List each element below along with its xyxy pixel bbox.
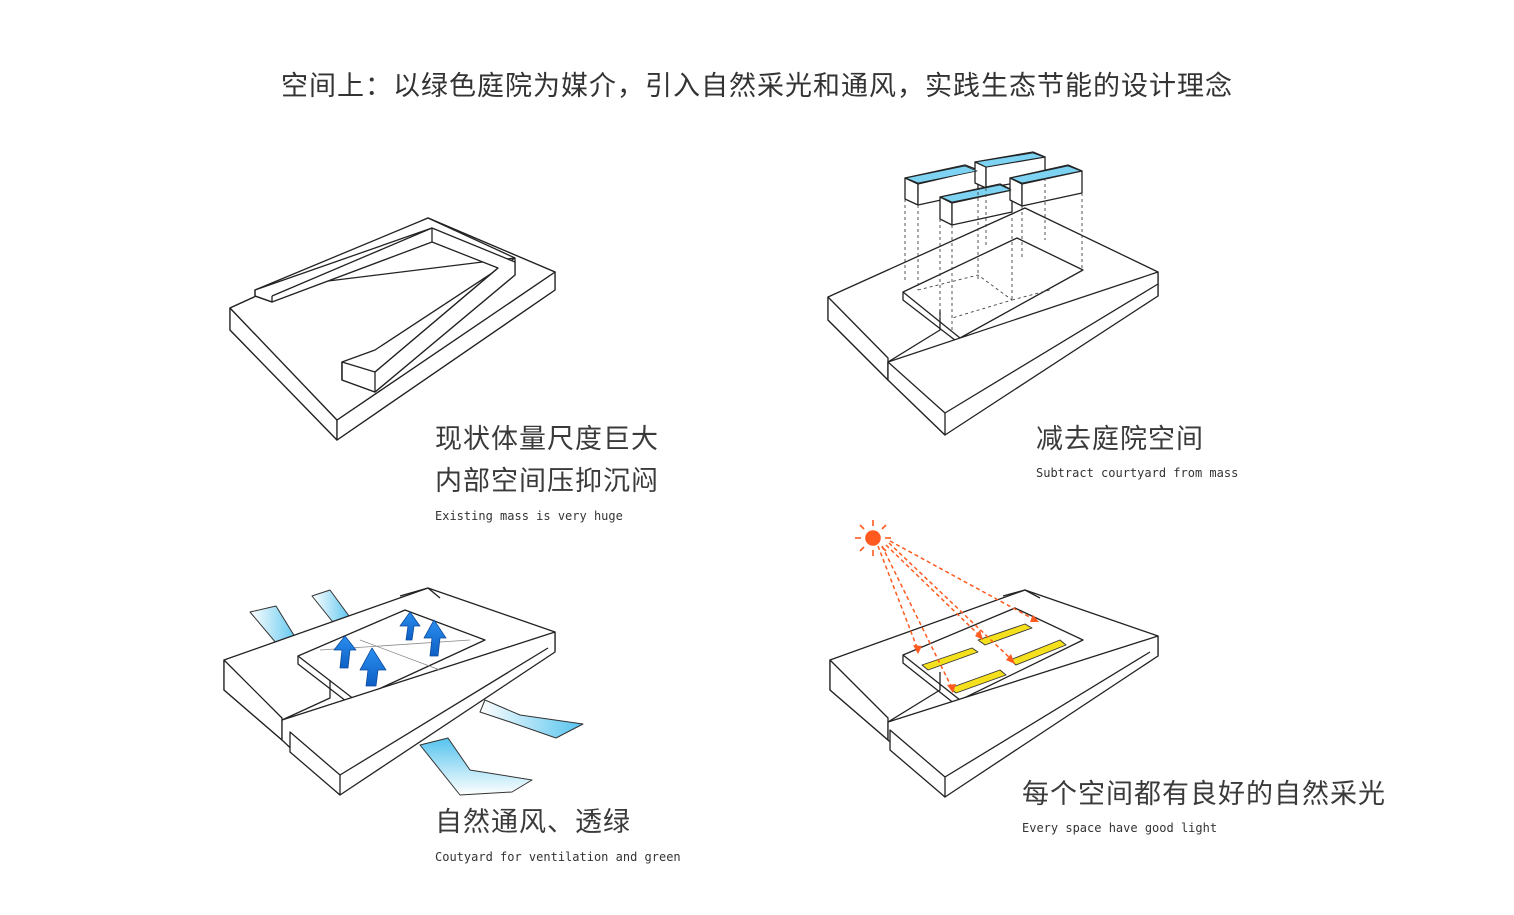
sun-icon xyxy=(855,520,891,556)
airflow-arrows xyxy=(333,611,447,687)
existing-mass-diagram xyxy=(229,217,556,441)
panel1-caption-en: Existing mass is very huge xyxy=(435,509,623,523)
daylight-diagram xyxy=(829,520,1159,798)
panel3-caption-cn: 自然通风、透绿 xyxy=(435,807,631,838)
subtract-courtyard-diagram xyxy=(827,151,1159,436)
panel1-caption-cn-line1: 现状体量尺度巨大 xyxy=(435,424,659,455)
panel4-caption-cn: 每个空间都有良好的自然采光 xyxy=(1022,779,1386,810)
light-rays xyxy=(877,540,1036,689)
ventilation-diagram xyxy=(223,587,584,796)
page-title: 空间上：以绿色庭院为媒介，引入自然采光和通风，实践生态节能的设计理念 xyxy=(281,71,1233,102)
light-ray-arrowheads xyxy=(913,615,1039,693)
panel1-caption-cn-line2: 内部空间压抑沉闷 xyxy=(435,466,659,497)
panel2-caption-en: Subtract courtyard from mass xyxy=(1036,466,1239,480)
panel4-caption-en: Every space have good light xyxy=(1022,821,1218,835)
panel3-caption-en: Coutyard for ventilation and green xyxy=(435,850,681,864)
panel2-caption-cn: 减去庭院空间 xyxy=(1036,424,1204,455)
wind-ribbon-right xyxy=(479,699,584,739)
wind-ribbon-bottom xyxy=(419,737,533,796)
